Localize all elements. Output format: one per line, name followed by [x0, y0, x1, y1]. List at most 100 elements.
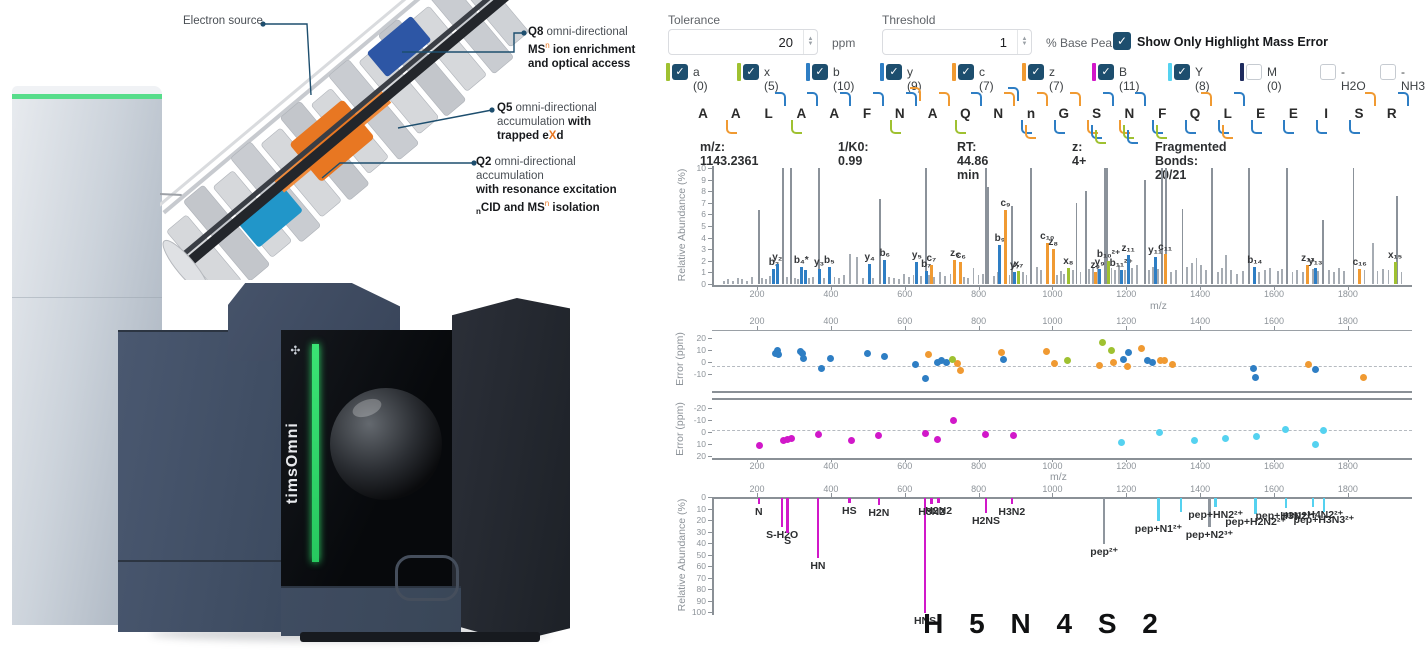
spectrum-peak [1153, 257, 1157, 284]
ion-checkbox--NH3[interactable] [1380, 64, 1396, 80]
residue-I[interactable]: I [1324, 106, 1329, 121]
noise-peak [1372, 243, 1374, 284]
noise-peak [1269, 267, 1272, 284]
axis-line [712, 458, 1412, 460]
noise-peak [1204, 270, 1207, 284]
ion-checkbox-M[interactable] [1246, 64, 1262, 80]
residue-S[interactable]: S [1354, 106, 1364, 121]
axis-line [1126, 458, 1128, 462]
ion-checkbox-x[interactable]: ✓ [743, 64, 759, 80]
callout-dots [260, 21, 527, 166]
error-dot [1221, 434, 1229, 442]
noise-peak [1114, 270, 1117, 284]
residue-E[interactable]: E [1288, 106, 1298, 121]
peak-label: c₁₆ [1352, 256, 1367, 268]
spectrum-peak [817, 268, 821, 284]
axis-line [712, 391, 1412, 393]
loss-peak-label: N [755, 505, 763, 518]
spectrum-peak [1313, 267, 1317, 284]
noise-peak [727, 279, 730, 284]
noise-peak [1352, 168, 1355, 284]
fragment-marker-top [1069, 92, 1081, 106]
fragment-marker-top [774, 92, 786, 106]
ion-checkbox-b[interactable]: ✓ [812, 64, 828, 80]
residue-A[interactable]: A [730, 106, 741, 121]
noise-peak [1092, 266, 1094, 284]
residue-Q[interactable]: Q [1189, 106, 1201, 121]
x-tick-label: 800 [971, 461, 987, 471]
y-tick-mark [708, 168, 712, 169]
fragment-marker-top [1233, 92, 1245, 106]
y-tick-mark [708, 237, 712, 239]
axis-line [904, 493, 906, 497]
residue-L[interactable]: L [1223, 106, 1232, 121]
fragment-marker-top [1008, 87, 1020, 101]
tolerance-unit: ppm [832, 36, 856, 50]
threshold-spinner[interactable]: ▲▼ [1017, 30, 1031, 54]
y-tick-mark [708, 497, 712, 498]
residue-n[interactable]: n [1026, 106, 1036, 121]
error-dot [925, 351, 933, 359]
error-dot [848, 436, 856, 444]
axis-line [978, 458, 980, 462]
noise-peak [1161, 168, 1164, 284]
ion-checkbox--H2O[interactable] [1320, 64, 1336, 80]
residue-F[interactable]: F [862, 106, 872, 121]
threshold-input[interactable] [882, 29, 1032, 55]
peak-label: b₇ [921, 259, 932, 271]
x-tick-label: 800 [971, 484, 987, 494]
spectrum-peak [1013, 272, 1017, 284]
ion-checkbox-c[interactable]: ✓ [958, 64, 974, 80]
noise-peak [1148, 270, 1151, 284]
axis-line [830, 326, 832, 330]
residue-F[interactable]: F [1158, 106, 1167, 121]
x-tick-label: 600 [897, 289, 913, 299]
tolerance-spinner[interactable]: ▲▼ [803, 30, 817, 54]
residue-N[interactable]: N [1124, 106, 1135, 121]
residue-A[interactable]: A [829, 106, 840, 121]
x-tick-label: 1400 [1190, 484, 1211, 494]
ion-checkbox-Y[interactable]: ✓ [1174, 64, 1190, 80]
noise-peak [1079, 272, 1082, 284]
y-tick-label: 70 [696, 572, 706, 583]
residue-N[interactable]: N [993, 106, 1004, 121]
peak-label: b₉ [994, 232, 1006, 244]
residue-A[interactable]: A [796, 106, 807, 121]
residue-A[interactable]: A [698, 106, 708, 121]
residue-A[interactable]: A [927, 106, 938, 121]
noise-peak [1321, 220, 1324, 284]
residue-N[interactable]: N [894, 106, 905, 121]
noise-peak [1343, 271, 1346, 284]
y-tick-label: 50 [696, 549, 706, 560]
residue-E[interactable]: E [1256, 106, 1266, 121]
error-dot [956, 366, 964, 374]
residue-L[interactable]: L [764, 106, 773, 121]
x-tick-label: 1000 [1042, 316, 1063, 326]
fragment-marker-top [1037, 92, 1048, 106]
y-tick-label: -10 [693, 369, 706, 379]
y-tick-label: 2 [701, 255, 706, 266]
ion-checkbox-y[interactable]: ✓ [886, 64, 902, 80]
noise-peak [1072, 270, 1075, 284]
loss-peak-label: H2N [868, 506, 890, 519]
fragment-marker-bottom [1053, 120, 1065, 134]
highlight-mass-error-checkbox[interactable]: ✓ [1113, 32, 1131, 50]
error-dot [912, 360, 920, 368]
loss-peak [1284, 498, 1288, 509]
residue-G[interactable]: G [1058, 106, 1070, 121]
noise-peak [745, 280, 748, 284]
residue-Q[interactable]: Q [960, 106, 971, 121]
residue-R[interactable]: R [1386, 106, 1397, 121]
axis-line [1200, 326, 1202, 330]
ion-checkbox-B[interactable]: ✓ [1098, 64, 1114, 80]
tolerance-input[interactable] [668, 29, 818, 55]
residue-S[interactable]: S [1092, 106, 1102, 121]
noise-peak [1301, 272, 1304, 284]
ion-checkbox-z[interactable]: ✓ [1028, 64, 1044, 80]
noise-peak [1025, 274, 1028, 284]
fragment-marker-top [1201, 92, 1212, 106]
y-tick-label: 100 [691, 607, 706, 617]
ion-checkbox-a[interactable]: ✓ [672, 64, 688, 80]
instrument-body-left [118, 330, 283, 632]
fragment-marker-bottom [1250, 120, 1262, 134]
